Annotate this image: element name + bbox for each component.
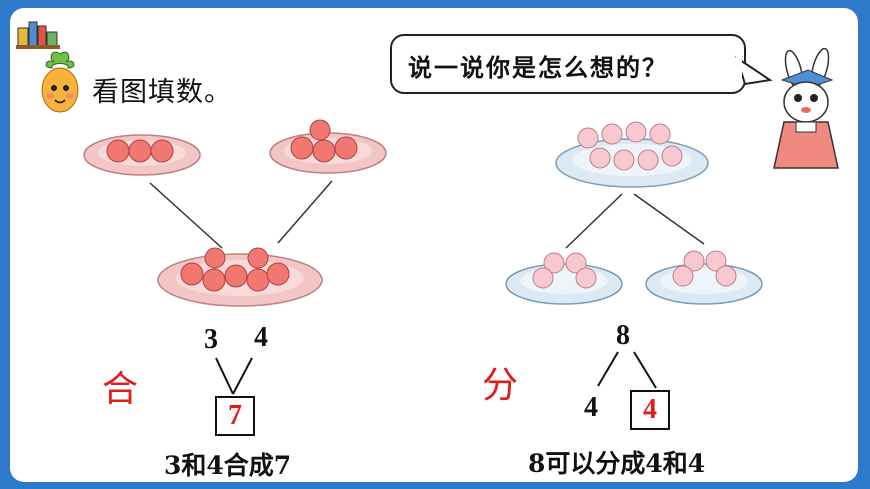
combine-answer-value: 7	[228, 400, 242, 431]
peach-plate-bottom-right	[645, 250, 763, 305]
merge-line-left	[149, 182, 223, 249]
split-answer-value: 4	[643, 394, 657, 425]
peach-plate-top	[555, 121, 709, 188]
speech-bubble-text: 说一说你是怎么想的？	[408, 54, 668, 82]
split-line-right	[633, 193, 705, 245]
school-supplies-icon	[16, 21, 60, 49]
slide-board: 看图填数。 说一说你是怎么想的？	[10, 8, 858, 482]
split-part-left: 4	[584, 392, 598, 423]
combine-stroke-left	[215, 357, 234, 395]
apple-plate-top-right	[269, 119, 387, 174]
combine-stroke-right	[232, 357, 253, 395]
split-stroke-right	[633, 351, 657, 389]
speech-bubble: 说一说你是怎么想的？	[390, 34, 746, 94]
combine-part-right: 4	[254, 322, 268, 353]
combine-answer-box[interactable]: 7	[215, 396, 255, 436]
split-answer-box[interactable]: 4	[630, 390, 670, 430]
combine-sentence: 3和4合成7	[164, 451, 292, 480]
apple-plate-bottom	[157, 247, 323, 307]
rabbit-teacher-icon	[773, 48, 839, 169]
split-whole: 8	[616, 320, 630, 351]
illustration-layer	[83, 55, 773, 395]
combine-part-left: 3	[204, 324, 218, 355]
split-sentence: 8可以分成4和4	[528, 449, 706, 478]
merge-line-right	[277, 180, 333, 244]
peach-plate-bottom-left	[505, 252, 623, 305]
page-title: 看图填数。	[92, 77, 232, 108]
combine-label: 合	[102, 369, 139, 410]
carrot-mascot-icon	[41, 51, 79, 113]
split-stroke-left	[597, 351, 619, 387]
apple-plate-top-left	[83, 134, 201, 176]
split-label: 分	[482, 365, 519, 406]
split-line-left	[565, 193, 623, 249]
speech-bubble-tail-mask	[736, 56, 742, 82]
